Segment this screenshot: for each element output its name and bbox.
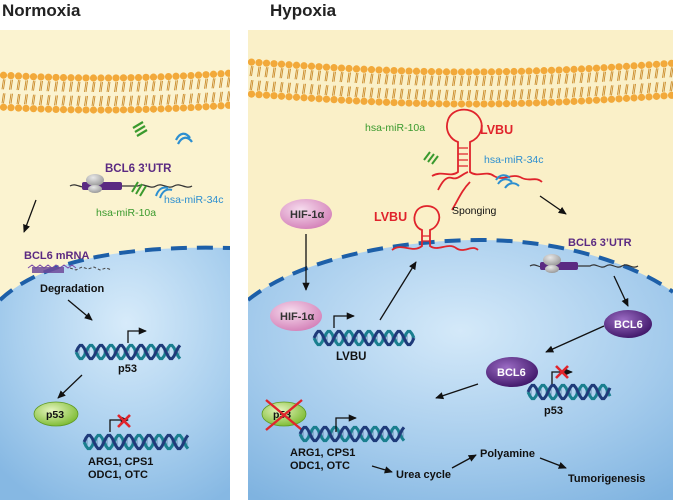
bcl6-protein-cytoplasm — [604, 310, 652, 338]
mir34c-icon — [175, 132, 193, 145]
target-genes-dna-right — [298, 425, 406, 443]
targets-line2-left: ODC1, OTC — [88, 469, 148, 481]
normoxia-title: Normoxia — [2, 1, 81, 20]
arrow-bcl6-into-nucleus — [545, 325, 605, 353]
mir10a-label-right: hsa-miR-10a — [365, 122, 425, 134]
ribosome-right-small-icon — [545, 265, 559, 273]
lvbu-gene-dna — [312, 329, 416, 347]
bound-mir10a-icon — [131, 181, 147, 197]
p53-promoter-arrow — [127, 327, 147, 343]
lvbu-promoter-arrow — [333, 312, 355, 328]
arrow-to-p53-loss — [435, 383, 479, 400]
target-promoter-arrow-right — [335, 414, 357, 432]
bcl6-label-nucleus: BCL6 — [497, 367, 526, 379]
bcl6-utr-label-left: BCL6 3’UTR — [105, 163, 172, 175]
tumorigenesis-label: Tumorigenesis — [568, 473, 645, 485]
mir10a-icon — [132, 121, 148, 137]
ribosome-icon — [86, 174, 104, 186]
hypoxia-title: Hypoxia — [270, 1, 337, 20]
panel-divider — [230, 0, 248, 500]
arrow-to-p53-protein — [57, 374, 83, 399]
lvbu-bound-mir10a-icon — [423, 151, 439, 165]
p53-gene-dna — [74, 343, 182, 361]
hif1a-protein-nucleus — [270, 301, 322, 331]
arrow-sponging-to-utr — [539, 195, 567, 215]
lvbu-rna-top — [431, 108, 543, 183]
bound-mir34c-icon — [155, 186, 173, 199]
lvbu-bound-mir34c-icon-2 — [504, 182, 520, 189]
arrow-to-mrna — [23, 199, 37, 233]
mir10a-label-left: hsa-miR-10a — [96, 207, 156, 219]
polyamine-label: Polyamine — [480, 448, 535, 460]
p53-loss-cross-icon — [265, 399, 303, 431]
bcl6-label-cytoplasm: BCL6 — [614, 319, 643, 331]
arrow-to-p53-gene — [67, 299, 93, 321]
sponging-label: Sponging — [452, 205, 497, 217]
bcl6-protein-nucleus — [486, 357, 538, 387]
inhibition-x-icon — [117, 414, 131, 428]
bcl6-utr-label-right: BCL6 3’UTR — [568, 237, 632, 249]
targets-line1-right: ARG1, CPS1 — [290, 447, 355, 459]
arrow-lvbu-transcription — [379, 261, 417, 321]
arrow-to-polyamine — [451, 454, 477, 469]
targets-line2-right: ODC1, OTC — [290, 460, 350, 472]
arrow-utr-to-bcl6 — [613, 275, 629, 307]
p53-gene-label-right: p53 — [544, 405, 563, 417]
hif1a-protein-cytoplasm — [280, 199, 332, 229]
normoxia-panel — [0, 30, 230, 500]
ribosome-right-icon — [543, 254, 561, 266]
urea-cycle-label: Urea cycle — [396, 469, 451, 481]
inhibition-x-right-icon — [555, 365, 569, 379]
mir34c-label-left: hsa-miR-34c — [164, 194, 224, 206]
degradation-label: Degradation — [40, 283, 104, 295]
degraded-mrna-icon — [27, 264, 113, 273]
p53-promoter-arrow-right — [551, 368, 573, 384]
lvbu-label-left: LVBU — [374, 210, 407, 224]
arrow-to-tumorigenesis — [539, 457, 567, 469]
bcl6-mrna-label: BCL6 mRNA — [24, 250, 89, 262]
ribosome-small-subunit-icon — [88, 185, 102, 193]
p53-gene-dna-right — [526, 383, 612, 401]
target-genes-dna-left — [82, 433, 190, 451]
lvbu-bound-mir34c-icon — [495, 174, 513, 185]
p53-protein-left — [33, 401, 79, 427]
cell-membrane-right — [248, 58, 673, 108]
hif1a-label-cytoplasm: HIF-1α — [290, 209, 325, 221]
nucleus-right — [248, 240, 673, 500]
lvbu-label-top: LVBU — [480, 123, 513, 137]
cell-membrane-left — [0, 69, 230, 114]
lvbu-rna-left — [391, 171, 479, 251]
mir34c-label-right: hsa-miR-34c — [484, 154, 544, 166]
p53-protein-label-left: p53 — [46, 409, 64, 421]
lvbu-gene-label: LVBU — [336, 351, 366, 363]
targets-line1-left: ARG1, CPS1 — [88, 456, 153, 468]
hypoxia-panel — [248, 30, 673, 500]
p53-gene-label-left: p53 — [118, 363, 137, 375]
hif1a-label-nucleus: HIF-1α — [280, 311, 315, 323]
arrow-to-urea-cycle — [371, 465, 393, 474]
